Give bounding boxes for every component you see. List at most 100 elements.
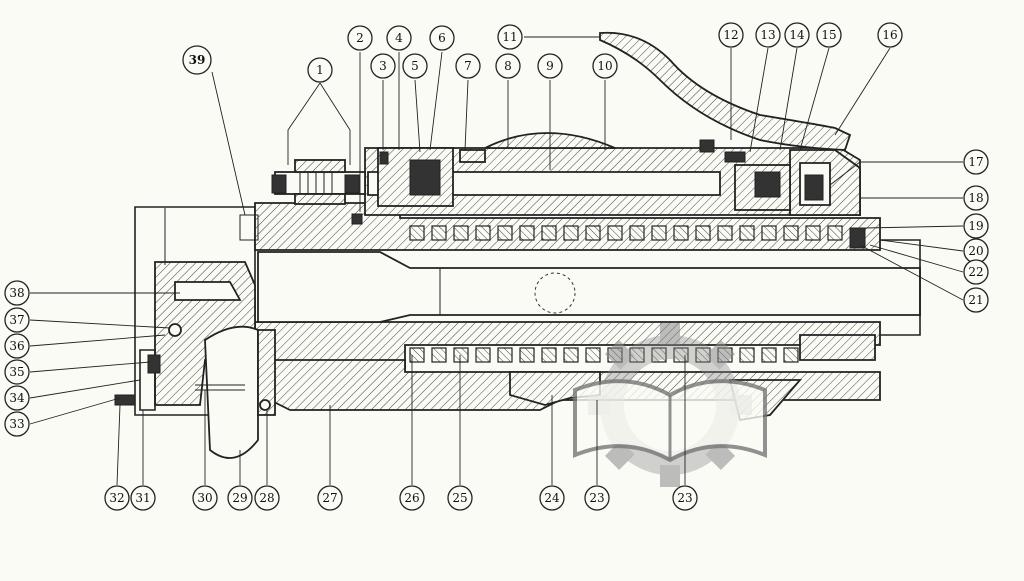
callout-36: 36 xyxy=(4,333,30,359)
gear-tooth xyxy=(519,347,535,363)
callout-7: 7 xyxy=(455,53,481,79)
gear-tooth xyxy=(497,347,513,363)
gear-tooth xyxy=(409,347,425,363)
callout-37: 37 xyxy=(4,307,30,333)
lower-gear-teeth xyxy=(409,347,799,363)
callout-30: 30 xyxy=(192,485,218,511)
gear-tooth xyxy=(651,225,667,241)
callout-number: 8 xyxy=(504,59,512,73)
callout-10: 10 xyxy=(592,53,618,79)
callout-number: 34 xyxy=(9,391,25,405)
callout-38: 38 xyxy=(4,280,30,306)
callout-15: 15 xyxy=(816,22,842,48)
callout-22: 22 xyxy=(963,259,989,285)
callout-33: 33 xyxy=(4,411,30,437)
callout-number: 30 xyxy=(197,491,212,505)
gear-tooth xyxy=(695,225,711,241)
callout-8: 8 xyxy=(495,53,521,79)
leader-lines xyxy=(29,36,964,486)
callout-19: 19 xyxy=(963,213,989,239)
callout-23: 23 xyxy=(584,485,610,511)
gear-tooth xyxy=(607,225,623,241)
callout-number: 23 xyxy=(677,491,692,505)
callout-number: 36 xyxy=(9,339,24,353)
callout-number: 22 xyxy=(968,265,983,279)
callout-number: 33 xyxy=(9,417,24,431)
callout-27: 27 xyxy=(317,485,343,511)
callout-number: 13 xyxy=(760,28,775,42)
gear-tooth xyxy=(717,225,733,241)
gear-tooth xyxy=(431,347,447,363)
callout-21: 21 xyxy=(963,287,989,313)
gear-tooth xyxy=(519,225,535,241)
callout-23: 23 xyxy=(672,485,698,511)
callout-number: 16 xyxy=(882,28,897,42)
callout-34: 34 xyxy=(4,385,30,411)
callout-29: 29 xyxy=(227,485,253,511)
callout-number: 4 xyxy=(395,31,403,45)
callout-number: 31 xyxy=(135,491,150,505)
callout-13: 13 xyxy=(755,22,781,48)
callout-17: 17 xyxy=(963,149,989,175)
gear-tooth xyxy=(739,347,755,363)
callout-number: 18 xyxy=(968,191,983,205)
gear-tooth xyxy=(805,225,821,241)
gear-tooth xyxy=(541,225,557,241)
gear-tooth xyxy=(563,347,579,363)
gear-tooth xyxy=(453,347,469,363)
callout-number: 28 xyxy=(259,491,274,505)
callout-number: 11 xyxy=(502,30,517,44)
gear-tooth xyxy=(475,347,491,363)
gear-tooth xyxy=(629,225,645,241)
callout-number: 26 xyxy=(404,491,419,505)
callout-number: 32 xyxy=(109,491,124,505)
callout-number: 19 xyxy=(968,219,983,233)
callout-25: 25 xyxy=(447,485,473,511)
callout-number: 2 xyxy=(356,31,364,45)
gear-book-icon xyxy=(573,323,767,487)
callout-number: 17 xyxy=(968,155,983,169)
callout-35: 35 xyxy=(4,359,30,385)
callout-number: 9 xyxy=(546,59,554,73)
callout-6: 6 xyxy=(429,25,455,51)
gear-tooth xyxy=(761,347,777,363)
gear-tooth xyxy=(453,225,469,241)
callout-11: 11 xyxy=(497,24,523,50)
gear-tooth xyxy=(563,225,579,241)
gear-tooth xyxy=(409,225,425,241)
gear-tooth xyxy=(475,225,491,241)
callout-number: 20 xyxy=(968,244,983,258)
callout-number: 23 xyxy=(589,491,604,505)
callout-number: 12 xyxy=(723,28,738,42)
callout-number: 6 xyxy=(438,31,446,45)
callout-12: 12 xyxy=(718,22,744,48)
callout-26: 26 xyxy=(399,485,425,511)
callout-1: 1 xyxy=(307,57,333,83)
gear-tooth xyxy=(827,225,843,241)
callout-32: 32 xyxy=(104,485,130,511)
upper-gear-teeth xyxy=(409,225,843,241)
threaded-rod xyxy=(271,159,366,205)
callout-number: 24 xyxy=(544,491,560,505)
callout-number: 7 xyxy=(464,59,472,73)
gear-tooth xyxy=(541,347,557,363)
callout-number: 1 xyxy=(316,63,324,77)
gear-tooth xyxy=(739,225,755,241)
callout-24: 24 xyxy=(539,485,565,511)
gear-tooth xyxy=(651,347,667,363)
callout-39: 39 xyxy=(182,45,212,75)
callout-number: 5 xyxy=(411,59,419,73)
gear-tooth xyxy=(783,225,799,241)
callout-3: 3 xyxy=(370,53,396,79)
callout-18: 18 xyxy=(963,185,989,211)
gear-tooth xyxy=(585,225,601,241)
callout-number: 3 xyxy=(379,59,387,73)
callout-number: 21 xyxy=(968,293,983,307)
callout-number: 35 xyxy=(9,365,24,379)
callout-31: 31 xyxy=(130,485,156,511)
callout-9: 9 xyxy=(537,53,563,79)
callout-number: 38 xyxy=(9,286,24,300)
gear-tooth xyxy=(761,225,777,241)
callout-number: 15 xyxy=(821,28,836,42)
